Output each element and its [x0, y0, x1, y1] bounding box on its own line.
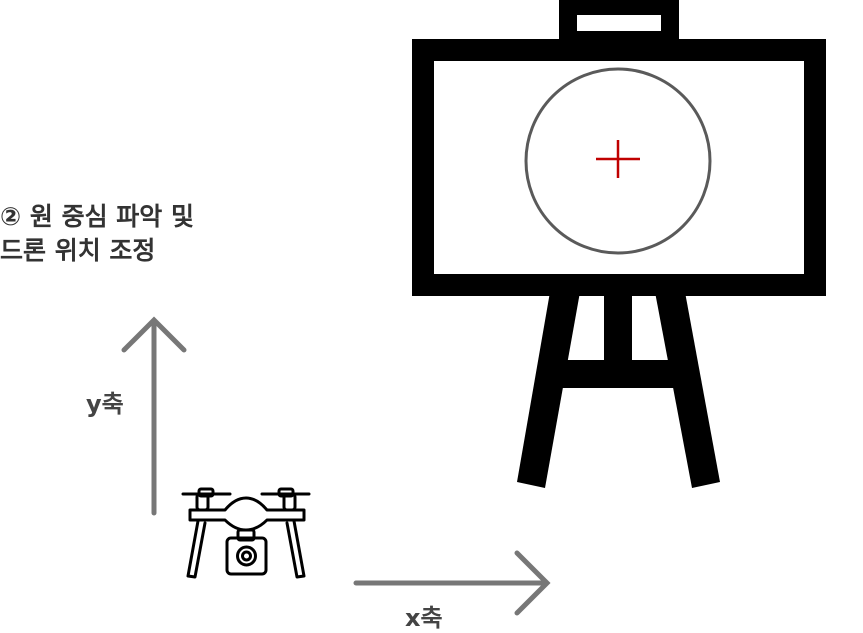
- easel-crossbar: [560, 360, 678, 388]
- easel-board-frame: [412, 39, 826, 296]
- x-axis-label: x축: [405, 604, 443, 632]
- easel-clip: [559, 0, 679, 49]
- y-axis-arrow: [121, 316, 187, 516]
- easel-leg-left: [517, 292, 580, 488]
- step-title: ② 원 중심 파악 및 드론 위치 조정: [0, 200, 194, 268]
- y-axis-label: y축: [86, 390, 124, 418]
- easel-leg-right: [655, 292, 720, 488]
- step-title-line2: 드론 위치 조정: [0, 236, 156, 265]
- x-axis-arrow: [353, 550, 551, 616]
- drone-icon: [181, 487, 311, 579]
- target-circle-icon: [524, 67, 712, 255]
- easel-board-icon: [412, 0, 826, 488]
- easel-inner-leg: [604, 292, 632, 364]
- step-title-line1: ② 원 중심 파악 및: [0, 202, 194, 231]
- crosshair-icon: [596, 140, 640, 178]
